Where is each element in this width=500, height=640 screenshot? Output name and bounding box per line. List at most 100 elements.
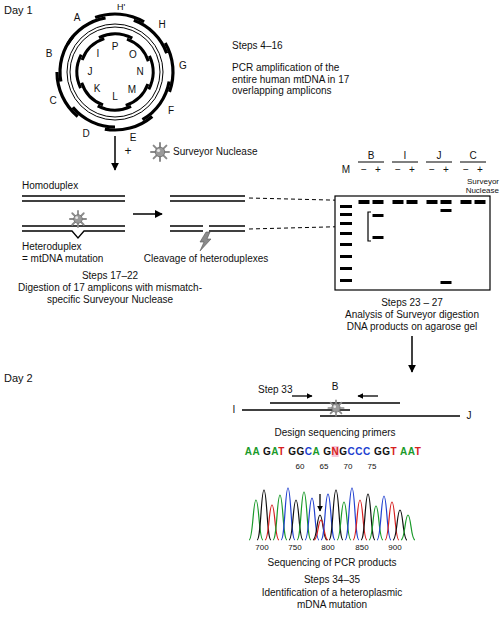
amplicon-letter: G <box>179 60 187 72</box>
base-letter: A <box>271 446 278 457</box>
day-heading: Day 2 <box>4 372 33 385</box>
amplicon-arc <box>70 27 160 117</box>
base-letter: N <box>331 446 339 457</box>
mismatch-strand <box>22 231 125 238</box>
step-number: Steps 34–35 <box>304 574 360 586</box>
amplicon-arc <box>51 8 178 135</box>
amplicon-arc <box>40 0 190 147</box>
axis-tick: 750 <box>288 543 301 552</box>
base-letter: C <box>355 446 363 457</box>
gel-band <box>475 200 486 204</box>
amplicon-arc <box>70 27 160 117</box>
amplicon-arc <box>36 0 194 151</box>
base-letter <box>285 446 288 457</box>
axis-tick: 700 <box>255 543 268 552</box>
trace-peak <box>257 490 271 540</box>
cleavage-band <box>441 281 452 284</box>
base-letter: T <box>278 446 285 457</box>
amplicon-letter: I <box>97 48 100 60</box>
marker-band <box>340 205 352 208</box>
mutation-note: = mtDNA mutation <box>22 253 103 265</box>
lane-sign: − <box>361 164 367 176</box>
base-letter: A <box>408 446 415 457</box>
amplicon-letter: E <box>130 132 137 144</box>
amplicon-arc <box>41 0 190 146</box>
base-letter <box>260 446 263 457</box>
amplicon-letter: D <box>82 128 89 140</box>
band-bracket <box>368 212 371 241</box>
base-letter: A <box>400 446 408 457</box>
cleavage-bolt <box>200 232 211 251</box>
gel-band <box>441 200 452 204</box>
cleavage-band <box>373 236 384 239</box>
base-position: 75 <box>368 462 377 471</box>
step-description: Sequencing of PCR products <box>268 557 397 569</box>
amplicon-arc <box>65 22 166 123</box>
amplicon-letter: C <box>49 95 56 107</box>
cleaved-strand <box>209 225 245 226</box>
dna-strand <box>170 200 245 201</box>
amplicon-arc <box>70 27 160 117</box>
marker-label: M <box>342 164 350 176</box>
amplicon-letter: J <box>88 66 93 78</box>
lane-sign: + <box>477 164 483 176</box>
lane-sign: + <box>375 164 381 176</box>
base-letter: C <box>363 446 371 457</box>
amplicon-arc <box>65 22 166 123</box>
cleavage-band <box>373 214 384 217</box>
base-letter: G <box>288 446 296 457</box>
gel-band <box>373 200 384 204</box>
marker-band <box>340 213 352 216</box>
amplicon-arc <box>70 27 160 117</box>
amplicon-label: J <box>467 410 472 422</box>
axis-tick: 850 <box>355 543 368 552</box>
lane-sign: + <box>443 164 449 176</box>
base-position: 60 <box>296 462 305 471</box>
amplicon-letter: B <box>46 48 53 60</box>
base-letter: A <box>312 446 319 457</box>
base-position: 65 <box>320 462 329 471</box>
gel-band <box>359 200 370 204</box>
marker-band <box>340 279 352 282</box>
gel-band <box>461 200 472 204</box>
amplicon-arc <box>33 0 196 154</box>
step-number: Steps 4–16 <box>232 40 283 52</box>
step-description: Design sequencing primers <box>274 427 395 439</box>
cleaved-strand <box>209 230 245 231</box>
lane-sign: − <box>463 164 469 176</box>
surveyor-nuclease-icon <box>328 400 343 415</box>
step-description: Cleavage of heteroduplexes <box>144 253 269 265</box>
surveyor-nuclease-icon <box>151 143 169 161</box>
amplicon-letter: H <box>158 19 165 31</box>
lane-sign: − <box>395 164 401 176</box>
amplicon-label: I <box>233 404 236 416</box>
dna-strand <box>22 195 125 196</box>
duplex-label: Homoduplex <box>22 180 78 192</box>
gel-band <box>407 200 418 204</box>
day-heading: Day 1 <box>4 4 33 17</box>
amplicon-arc <box>65 22 166 123</box>
amplicon-letter: O <box>129 49 137 61</box>
gel-band <box>427 200 438 204</box>
base-letter: T <box>390 446 397 457</box>
base-letter: G <box>374 446 382 457</box>
base-letter: G <box>382 446 390 457</box>
cleavage-band <box>441 209 452 212</box>
axis-tick: 800 <box>321 543 334 552</box>
step-description: Analysis of Surveyor digestion DNA produ… <box>335 309 490 332</box>
base-letter: C <box>305 446 313 457</box>
amplicon-letter: K <box>94 83 101 95</box>
flow-arrow <box>411 336 413 372</box>
base-sequence: AA GAT GGCA GNGCCC GGT AAT <box>245 446 422 458</box>
marker-band <box>340 255 352 258</box>
step-description: PCR amplification of the entire human mt… <box>232 62 357 97</box>
dna-strand <box>170 195 245 196</box>
base-letter <box>320 446 323 457</box>
plus-sign: + <box>124 145 131 159</box>
dna-strand <box>22 225 125 226</box>
trace-peak <box>361 494 375 540</box>
base-position: 70 <box>344 462 353 471</box>
lane-sign: + <box>409 164 415 176</box>
